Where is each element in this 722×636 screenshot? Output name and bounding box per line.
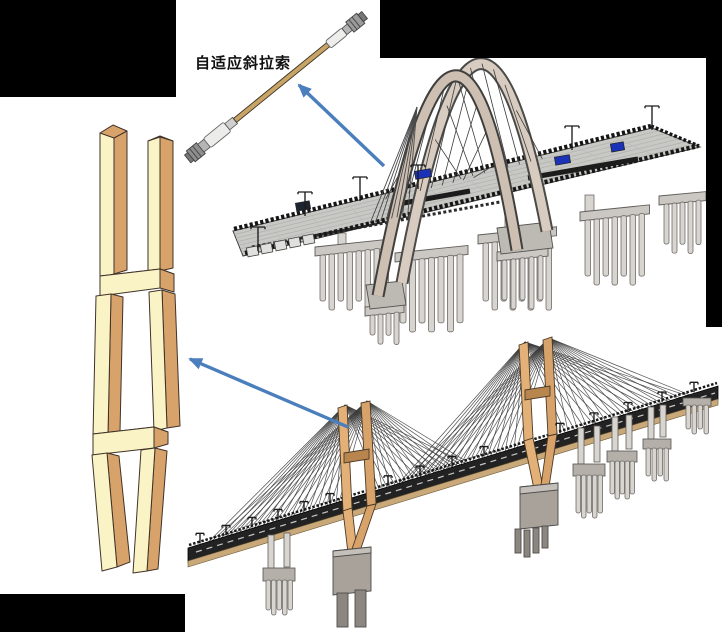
redaction-block-bottom-left <box>0 594 185 632</box>
redaction-block-top-left <box>0 0 176 97</box>
cable-stayed-bridge-model <box>187 336 719 628</box>
cs-deck-girder <box>187 385 719 563</box>
arch-bridge-model <box>232 57 707 345</box>
median-barrier-1 <box>397 188 471 207</box>
pylon-component <box>91 124 181 574</box>
redaction-block-top-right <box>380 0 722 58</box>
median-barrier-2 <box>527 156 639 181</box>
redaction-block-right-strip <box>706 55 722 327</box>
arch-rib-back-face <box>397 59 552 284</box>
cs-approach-piers <box>262 397 712 616</box>
cs-street-lamps <box>195 381 699 544</box>
stay-cable-fans <box>205 337 693 545</box>
front-railing <box>244 143 699 256</box>
cs-pylon-2 <box>514 336 559 558</box>
arch-bridge-street-lamps <box>250 105 660 251</box>
end-railing <box>650 124 700 148</box>
back-railing <box>233 123 652 232</box>
cs-deck-soffit <box>187 398 719 568</box>
stay-cable-label: 自适应斜拉索 <box>195 56 292 72</box>
girder-end-faces <box>245 233 316 258</box>
annotation-arrows <box>188 83 386 429</box>
stay-cable-component <box>183 11 369 164</box>
median-railing <box>251 200 501 249</box>
arch-bridge-pile-foundations <box>314 191 707 345</box>
arrow-to-pylon <box>188 357 349 429</box>
arrow-to-stay-cable <box>297 83 386 168</box>
arch-rib-front-face <box>373 71 522 297</box>
sign-boards <box>294 141 626 212</box>
cs-deck-railing <box>188 381 718 547</box>
cs-pylon-1 <box>332 400 377 628</box>
edge-hanger-fan <box>369 106 418 224</box>
